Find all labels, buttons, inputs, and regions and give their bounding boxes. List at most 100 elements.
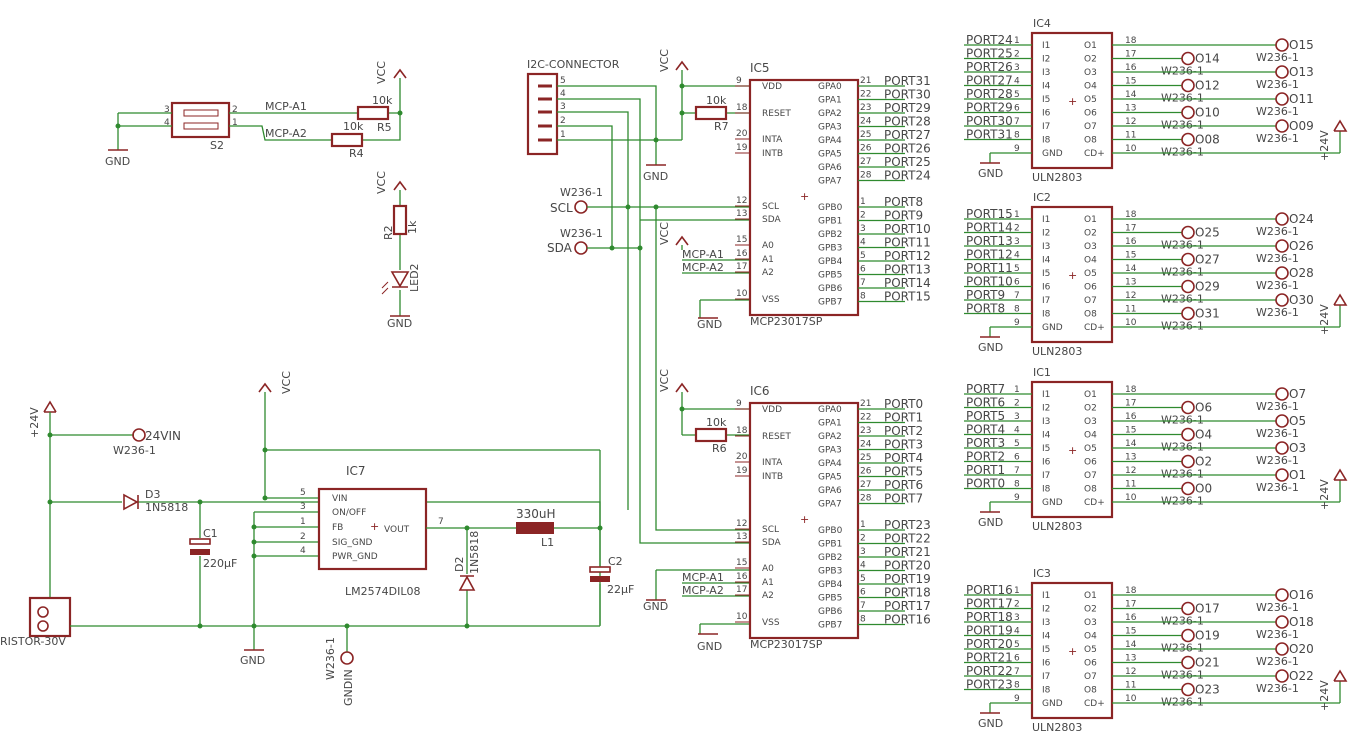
ic5-pin-number: 22	[860, 90, 871, 100]
pad-label: W236-1	[1161, 696, 1204, 709]
uln-pin-number: 2	[1014, 224, 1020, 234]
output-pad	[1181, 78, 1195, 93]
pad-label: W236-1	[1161, 266, 1204, 279]
output-pad	[1275, 669, 1289, 683]
ic6-pin-label: GPA0	[818, 405, 842, 415]
origin-mark: +	[1068, 95, 1077, 108]
uln-port-label: PORT31	[966, 128, 1013, 142]
uln-pin-label: I1	[1042, 215, 1050, 225]
pad-label: W236-1	[1256, 400, 1299, 413]
uln-pin-number: 1	[1014, 385, 1020, 395]
diode-d2	[458, 575, 476, 591]
uln-pin-number: 18	[1125, 586, 1137, 596]
uln-output-label: O1	[1289, 468, 1306, 482]
vcc-label: VCC	[280, 371, 293, 394]
ic6-pin-number: 20	[736, 452, 748, 462]
ic6-port-label: PORT21	[884, 545, 931, 559]
ic5-pin-label: INTB	[762, 149, 783, 159]
vcc-label: VCC	[658, 222, 671, 245]
uln-port-label: PORT20	[966, 637, 1013, 651]
ic5-pin-label: GPB6	[818, 284, 843, 294]
ic5-port-label: PORT28	[884, 115, 931, 129]
pad-label: W236-1	[1256, 132, 1299, 145]
vcc-label: VCC	[658, 49, 671, 72]
uln-output-label: O31	[1195, 307, 1220, 321]
uln-pin-label: CD+	[1084, 498, 1105, 508]
uln-pin-label: O8	[1084, 485, 1097, 495]
v24-label: +24V	[1318, 130, 1331, 161]
output-pad	[1181, 454, 1195, 469]
pad-label: W236-1	[1161, 495, 1204, 508]
v24-label: +24V	[28, 407, 41, 438]
ic5-port-label: PORT15	[884, 290, 931, 304]
r5-value: 10k	[372, 94, 393, 107]
gnd-label: GND	[978, 341, 1003, 354]
ic5-pin-number: 27	[860, 157, 871, 167]
uln-pin-label: O3	[1084, 417, 1097, 427]
ic5-body	[748, 78, 860, 317]
ic5-pin-label: SDA	[762, 215, 781, 225]
uln-pin-label: O1	[1084, 390, 1097, 400]
ic6-pin-label: SDA	[762, 538, 781, 548]
ic5-pin-number: 21	[860, 76, 871, 86]
pad-label: W236-1	[560, 186, 603, 199]
ic6-pin-label: GPB2	[818, 553, 842, 563]
ic5-port-label: PORT31	[884, 74, 931, 88]
pad-label: W236-1	[560, 227, 603, 240]
ic6-pin-label: GPB7	[818, 621, 842, 631]
uln-pin-number: 17	[1125, 50, 1136, 60]
ic5-pin-label: GPA1	[818, 96, 842, 106]
ic5-pin-label: VDD	[762, 82, 782, 92]
ic6-port-label: PORT3	[884, 438, 923, 452]
uln-port-label: PORT5	[966, 409, 1005, 423]
uln-output-label: O7	[1289, 387, 1306, 401]
uln-output-label: O17	[1195, 602, 1220, 616]
uln-port-label: PORT8	[966, 302, 1005, 316]
uln-pin-number: 18	[1125, 385, 1137, 395]
uln-pin-label: GND	[1042, 149, 1063, 159]
uln-port-label: PORT27	[966, 74, 1013, 88]
ic5-port-label: PORT26	[884, 142, 931, 156]
uln-pin-label: I4	[1042, 82, 1051, 92]
uln-pin-label: I7	[1042, 672, 1050, 682]
pad-label: W236-1	[1161, 146, 1204, 159]
pad-label: W236-1	[1161, 239, 1204, 252]
uln-pin-label: O2	[1084, 605, 1097, 615]
ic5-pin-number: 28	[860, 171, 872, 181]
c1-value: 220µF	[203, 557, 237, 570]
uln-pin-number: 3	[1014, 412, 1020, 422]
uln-output-label: O11	[1289, 92, 1314, 106]
uln-pin-label: I6	[1042, 458, 1051, 468]
ic5-pin-label: A0	[762, 241, 774, 251]
gnd-label: GND	[978, 167, 1003, 180]
v24-symbol	[1333, 293, 1348, 306]
uln-pin-label: I8	[1042, 310, 1051, 320]
uln-output-label: O16	[1289, 588, 1314, 602]
uln-port-label: PORT21	[966, 651, 1013, 665]
ic6-pin-label: SCL	[762, 525, 779, 535]
ic6-port-label: PORT18	[884, 586, 931, 600]
pad-label: W236-1	[1161, 65, 1204, 78]
uln-output-label: O2	[1195, 455, 1212, 469]
uln-pin-label: I7	[1042, 471, 1050, 481]
pad-label: W236-1	[1256, 306, 1299, 319]
uln-output-label: O25	[1195, 226, 1220, 240]
output-pad	[1181, 132, 1195, 147]
uln-pin-label: I6	[1042, 659, 1051, 669]
ic6-pin-label: GPB5	[818, 594, 842, 604]
uln-pin-number: 5	[1014, 439, 1020, 449]
ic6-pin-number: 28	[860, 494, 872, 504]
uln-pin-number: 4	[1014, 77, 1020, 87]
uln-port-label: PORT1	[966, 463, 1005, 477]
uln-port-label: PORT11	[966, 261, 1013, 275]
ic6-pin-number: 25	[860, 453, 871, 463]
uln-pin-number: 11	[1125, 681, 1136, 691]
gnd-label: GND	[978, 516, 1003, 529]
ic7-pin-label: PWR_GND	[332, 552, 378, 562]
uln-pin-label: O3	[1084, 68, 1097, 78]
pad-label: W236-1	[1256, 481, 1299, 494]
output-pad	[1275, 642, 1289, 656]
v24-label: +24V	[1318, 479, 1331, 510]
